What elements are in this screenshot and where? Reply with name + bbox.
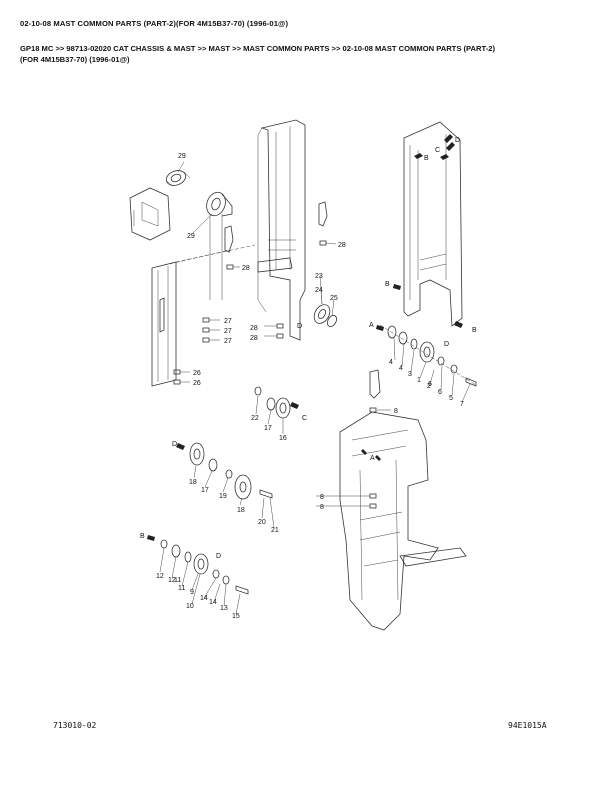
pulley-29-mid	[206, 191, 233, 300]
callout-17: 17	[201, 487, 209, 494]
callout-27: 27	[224, 318, 232, 325]
callout-14: 14	[200, 595, 208, 602]
callout-22: 22	[251, 415, 259, 422]
view-marker-d: D	[444, 341, 449, 348]
callout-8: 8	[320, 494, 324, 501]
view-markers: A A B B B B C C D D D D D	[140, 137, 477, 560]
callout-20: 20	[258, 519, 266, 526]
clip-right	[318, 201, 328, 227]
callout-4: 4	[389, 359, 393, 366]
breadcrumb-line-1: GP18 MC >> 98713-02020 CAT CHASSIS & MAS…	[20, 44, 495, 53]
callout-9: 9	[190, 589, 194, 596]
callout-28: 28	[250, 335, 258, 342]
drawing-code-left: 713010-02	[53, 721, 97, 730]
callout-numbers: 29 29 28 28 28 28 27 27 27 26 26 23 24 2…	[156, 153, 464, 620]
pulley-29-top	[165, 170, 191, 187]
callout-25: 25	[330, 295, 338, 302]
outer-mast-rail	[403, 121, 463, 327]
callout-6: 6	[438, 389, 442, 396]
callout-28: 28	[338, 242, 346, 249]
callout-23: 23	[315, 273, 323, 280]
direction-arrows	[147, 134, 463, 541]
view-marker-d: D	[216, 553, 221, 560]
clip-left	[224, 225, 234, 253]
view-marker-b: B	[472, 327, 477, 334]
drawing-code-right: 94E1015A	[508, 721, 547, 730]
callout-6: 6	[428, 381, 432, 388]
callout-8: 8	[320, 504, 324, 511]
callout-18: 18	[237, 507, 245, 514]
callout-15: 15	[232, 613, 240, 620]
view-marker-d: D	[455, 137, 460, 144]
callout-19: 19	[219, 493, 227, 500]
roller-set-1-7	[379, 324, 477, 387]
callout-26: 26	[193, 370, 201, 377]
inner-mast-rail	[257, 119, 306, 341]
callout-7: 7	[460, 401, 464, 408]
view-marker-d: D	[297, 323, 302, 330]
view-marker-b: B	[385, 281, 390, 288]
callout-26: 26	[193, 380, 201, 387]
carriage-frame	[339, 369, 467, 631]
callout-8: 8	[394, 408, 398, 415]
page-title: 02-10-08 MAST COMMON PARTS (PART-2)(FOR …	[20, 19, 289, 28]
roller-16-17-22	[254, 386, 291, 419]
callout-3: 3	[408, 371, 412, 378]
callout-11: 11	[178, 585, 185, 592]
roller-18-21	[189, 442, 273, 500]
callout-28: 28	[250, 325, 258, 332]
left-channel-assembly	[129, 187, 256, 387]
view-marker-c: C	[302, 415, 307, 422]
callout-28: 28	[242, 265, 250, 272]
view-marker-c: C	[435, 147, 440, 154]
callout-14: 14	[209, 599, 217, 606]
view-marker-b: B	[424, 155, 429, 162]
nut-shim-set	[173, 240, 377, 509]
callout-16: 16	[279, 435, 287, 442]
view-marker-a: A	[369, 322, 374, 329]
view-marker-a: A	[370, 455, 375, 462]
callout-1: 1	[417, 377, 421, 384]
callout-5: 5	[449, 395, 453, 402]
view-marker-b: B	[140, 533, 145, 540]
breadcrumb: GP18 MC >> 98713-02020 CAT CHASSIS & MAS…	[20, 43, 600, 65]
callout-10: 10	[186, 603, 194, 610]
callout-29: 29	[187, 233, 195, 240]
callout-21: 21	[271, 527, 279, 534]
callout-16: 18	[189, 479, 197, 486]
callout-27: 27	[224, 328, 232, 335]
callout-29: 29	[178, 153, 186, 160]
leader-lines	[159, 161, 471, 615]
callout-13: 13	[220, 605, 228, 612]
callout-27: 27	[224, 338, 232, 345]
callout-17: 17	[264, 425, 272, 432]
callout-2: 2	[427, 383, 431, 390]
callout-11: 11	[174, 577, 181, 584]
view-marker-d: D	[172, 441, 177, 448]
roller-23-25	[313, 304, 337, 327]
callout-12: 12	[168, 577, 176, 584]
callout-12: 12	[156, 573, 164, 580]
callout-24: 24	[315, 287, 323, 294]
breadcrumb-line-2: (FOR 4M15B37-70) (1996-01@)	[20, 55, 130, 64]
callout-4: 4	[399, 365, 403, 372]
